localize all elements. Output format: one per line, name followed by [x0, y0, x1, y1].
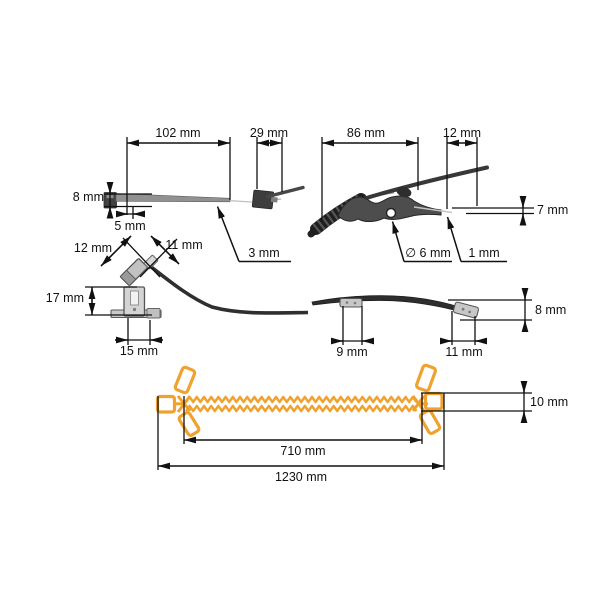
dimension-12mm-diagonal: 12 mm: [74, 235, 161, 278]
label-clip-height: 17 mm: [46, 291, 84, 305]
dimension-1230mm: 1230 mm: [157, 393, 445, 484]
label-diag-left: 12 mm: [74, 241, 112, 255]
dimension-29mm: 29 mm: [250, 126, 288, 192]
label-tip-length: 12 mm: [443, 126, 481, 140]
label-blade-thickness: 3 mm: [248, 246, 279, 260]
dimension-5mm-end-width: 5 mm: [114, 206, 146, 233]
zigzag-strand-top: [184, 395, 418, 404]
callout-hole-diameter: ∅ 6 mm: [391, 221, 452, 263]
dimension-9mm: 9 mm: [331, 306, 374, 359]
dimension-11mm: 11 mm: [440, 311, 487, 359]
orange-band-part: [155, 363, 444, 437]
label-band-height: 10 mm: [530, 395, 568, 409]
dimension-11mm-diagonal: 11 mm: [139, 235, 203, 278]
dimension-15mm-base: 15 mm: [115, 318, 163, 358]
figure-clip-curved-wire: 12 mm 11 mm 17 mm 15 mm: [46, 235, 309, 358]
arm-rod: [358, 165, 489, 202]
label-left-clip-width: 9 mm: [336, 345, 367, 359]
right-lower-flag: [418, 408, 442, 436]
blade-end-connector: [251, 189, 278, 210]
dimension-7mm-tip-height: 7 mm: [452, 196, 568, 226]
clip-part: [110, 254, 309, 319]
left-lower-flag: [177, 411, 201, 437]
label-base-width: 15 mm: [120, 344, 158, 358]
label-inner-length: 710 mm: [280, 444, 325, 458]
dimension-8mm-end-height: 8 mm: [73, 182, 152, 219]
label-connector-width: 29 mm: [250, 126, 288, 140]
figure-arched-strip: 9 mm 11 mm 8 mm: [311, 288, 566, 359]
thin-wire: [413, 206, 453, 214]
dimension-102mm: 102 mm: [126, 126, 231, 215]
strip-part: [311, 295, 480, 319]
dimension-86mm: 86 mm: [321, 126, 419, 221]
arm-knob: [396, 186, 412, 198]
right-end-loop: [423, 391, 444, 411]
dimension-8mm-strip-height: 8 mm: [448, 288, 566, 332]
label-end-height: 8 mm: [73, 190, 104, 204]
label-wire-thickness: 1 mm: [468, 246, 499, 260]
curved-wire: [148, 264, 309, 315]
blade-part: [103, 185, 305, 210]
left-end-loop: [155, 394, 177, 414]
label-right-clip-width: 11 mm: [445, 345, 482, 359]
label-total-length: 1230 mm: [275, 470, 327, 484]
arm-part: [307, 165, 489, 238]
callout-wire-thickness: 1 mm: [446, 216, 507, 263]
label-end-width: 5 mm: [114, 219, 145, 233]
label-arm-length: 86 mm: [347, 126, 385, 140]
right-upper-flag: [415, 363, 437, 393]
label-strip-end-height: 8 mm: [535, 303, 566, 317]
strip-left-clip: [339, 297, 363, 308]
label-hole-diameter: ∅ 6 mm: [405, 246, 451, 260]
tilted-connector: [119, 258, 148, 287]
figure-blade-side-view: 102 mm 29 mm 8 mm 5 mm: [73, 126, 305, 263]
dimension-17mm-height: 17 mm: [46, 286, 152, 316]
label-blade-length: 102 mm: [155, 126, 200, 140]
zigzag-strand-bottom: [184, 404, 418, 413]
dimension-10mm-band-height: 10 mm: [421, 381, 568, 423]
figure-arm-corrugated-tube: 86 mm 12 mm 7 mm ∅ 6 mm 1 mm: [307, 126, 568, 263]
dimension-12mm-tip: 12 mm: [443, 126, 481, 209]
strip-right-clip: [452, 301, 480, 319]
dimension-710mm: 710 mm: [183, 393, 423, 458]
left-upper-flag: [173, 365, 197, 395]
label-tip-height: 7 mm: [537, 203, 568, 217]
callout-3mm-thickness: 3 mm: [216, 206, 291, 263]
arm-hole: [385, 207, 397, 219]
figure-orange-band: 10 mm 710 mm 1230 mm: [155, 363, 568, 484]
label-diag-right: 11 mm: [165, 238, 202, 252]
